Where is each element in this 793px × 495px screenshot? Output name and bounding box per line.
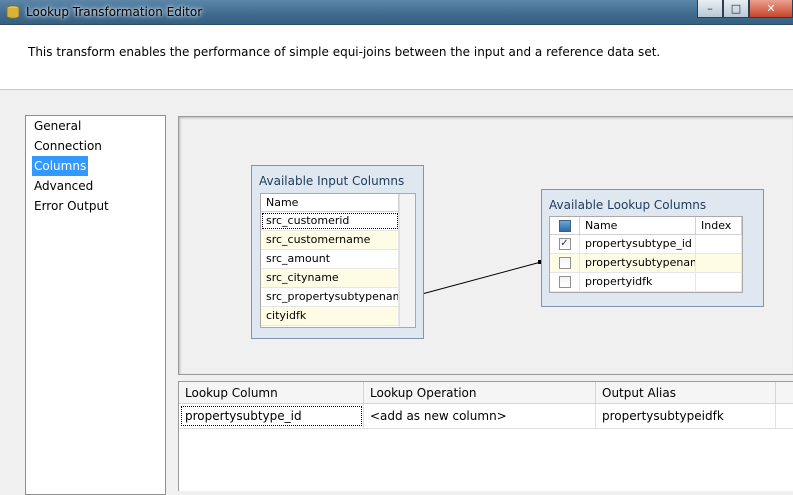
database-icon [6, 5, 20, 19]
lookup-column-name: propertyidfk [580, 273, 696, 291]
column-checkbox[interactable]: ✓ [558, 238, 571, 250]
input-columns-grid: Name src_customerid src_customername src… [260, 193, 416, 328]
lookup-column-name: propertysubtypename [580, 254, 696, 272]
input-column-name: src_amount [261, 250, 399, 268]
window-controls: – □ ✕ [697, 0, 793, 20]
lookup-column-header[interactable]: Lookup Column [179, 382, 364, 403]
window-title: Lookup Transformation Editor [26, 5, 203, 19]
table-row[interactable]: src_customername [261, 231, 415, 250]
nav-item-label: Columns [32, 156, 89, 176]
table-row[interactable]: src_propertysubtypename [261, 288, 415, 307]
checkbox-cell: ✓ [550, 235, 580, 253]
checkbox-cell [550, 273, 580, 291]
maximize-button[interactable]: □ [723, 0, 749, 18]
nav-item-label: Advanced [34, 179, 94, 193]
input-column-name: src_customername [261, 231, 399, 249]
select-all-checkbox[interactable] [558, 219, 571, 232]
page-nav-list: General Connection Columns Advanced Erro… [25, 115, 166, 495]
minimize-button[interactable]: – [697, 0, 723, 18]
lookup-column-index [696, 273, 742, 291]
table-row[interactable]: src_amount [261, 250, 415, 269]
close-button[interactable]: ✕ [749, 0, 793, 18]
output-alias-header[interactable]: Output Alias [596, 382, 776, 403]
description-text: This transform enables the performance o… [28, 45, 661, 59]
lookup-columns-header: Name Index [550, 217, 742, 235]
input-columns-title: Available Input Columns [259, 174, 405, 188]
nav-item-label: Error Output [34, 199, 109, 213]
input-columns-scrollbar[interactable] [399, 194, 415, 327]
nav-item-advanced[interactable]: Advanced [26, 176, 165, 196]
description-banner: This transform enables the performance o… [0, 25, 793, 90]
lookup-columns-grid: Name Index ✓ propertysubtype_id property… [549, 216, 743, 293]
column-checkbox[interactable] [558, 276, 571, 288]
input-column-name: src_propertysubtypename [261, 288, 399, 306]
input-columns-header: Name [261, 194, 415, 212]
lookup-operation-cell[interactable]: <add as new column> [364, 404, 596, 428]
lookup-column-index [696, 235, 742, 253]
nav-item-general[interactable]: General [26, 116, 165, 136]
nav-item-connection[interactable]: Connection [26, 136, 165, 156]
select-all-cell [550, 217, 580, 234]
table-row[interactable]: src_customerid [261, 212, 415, 231]
nav-item-label: Connection [34, 139, 102, 153]
lookup-name-column-header: Name [580, 217, 696, 234]
output-alias-cell[interactable]: propertysubtypeidfk [596, 404, 776, 428]
input-column-name: src_cityname [261, 269, 399, 287]
column-checkbox[interactable] [558, 257, 571, 269]
lookup-index-column-header: Index [696, 217, 742, 234]
lookup-column-index [696, 254, 742, 272]
input-column-name: src_customerid [261, 212, 399, 230]
nav-item-columns[interactable]: Columns [26, 156, 165, 176]
table-row[interactable]: propertyidfk [550, 273, 742, 292]
output-mapping-grid: Lookup Column Lookup Operation Output Al… [178, 381, 793, 491]
checkbox-cell [550, 254, 580, 272]
nav-item-error-output[interactable]: Error Output [26, 196, 165, 216]
title-bar: Lookup Transformation Editor – □ ✕ [0, 0, 793, 25]
lookup-column-cell[interactable]: propertysubtype_id [179, 404, 364, 428]
lookup-columns-title: Available Lookup Columns [549, 198, 707, 212]
mapping-grid-header: Lookup Column Lookup Operation Output Al… [179, 382, 793, 404]
available-input-columns-box[interactable]: Available Input Columns Name src_custome… [251, 165, 424, 339]
table-row[interactable]: propertysubtype_id <add as new column> p… [179, 404, 793, 429]
table-row[interactable]: cityidfk [261, 307, 415, 326]
available-lookup-columns-box[interactable]: Available Lookup Columns Name Index ✓ pr… [541, 189, 764, 307]
table-row[interactable]: src_cityname [261, 269, 415, 288]
lookup-operation-header[interactable]: Lookup Operation [364, 382, 596, 403]
column-mapping-canvas: Available Input Columns Name src_custome… [178, 116, 793, 375]
input-column-name: cityidfk [261, 307, 399, 325]
input-name-column-header: Name [261, 194, 399, 211]
table-row[interactable]: propertysubtypename [550, 254, 742, 273]
lookup-column-name: propertysubtype_id [580, 235, 696, 253]
table-row[interactable]: ✓ propertysubtype_id [550, 235, 742, 254]
nav-item-label: General [34, 119, 82, 133]
